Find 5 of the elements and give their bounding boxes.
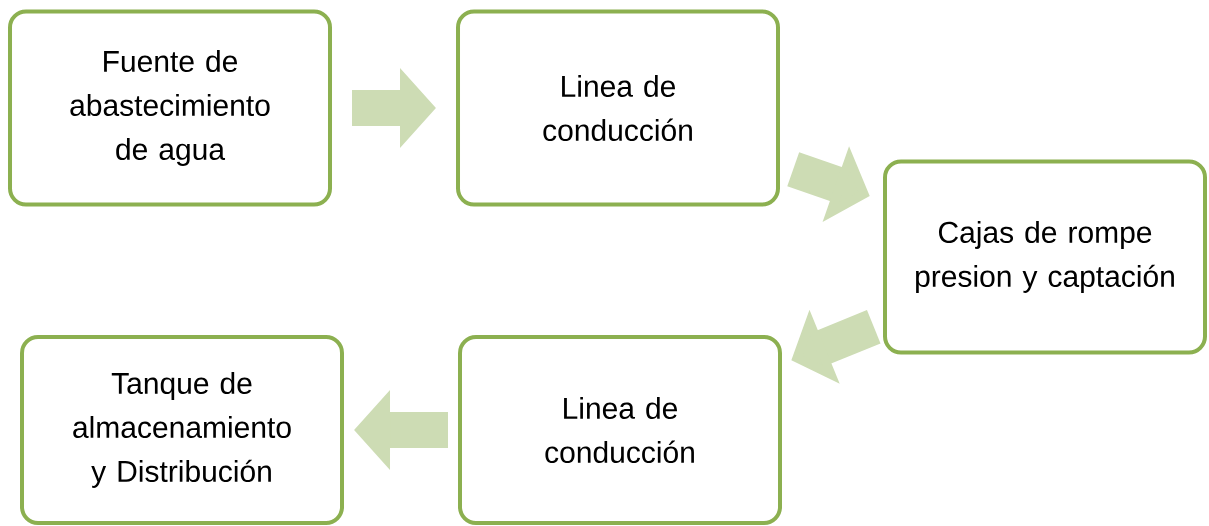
- process-box: Linea de conducción: [456, 9, 780, 207]
- process-box: Fuente de abastecimiento de agua: [8, 9, 332, 207]
- process-box: Linea de conducción: [458, 335, 782, 525]
- process-box: Cajas de rompe presion y captación: [883, 159, 1207, 355]
- process-box: Tanque de almacenamiento y Distribución: [20, 335, 344, 525]
